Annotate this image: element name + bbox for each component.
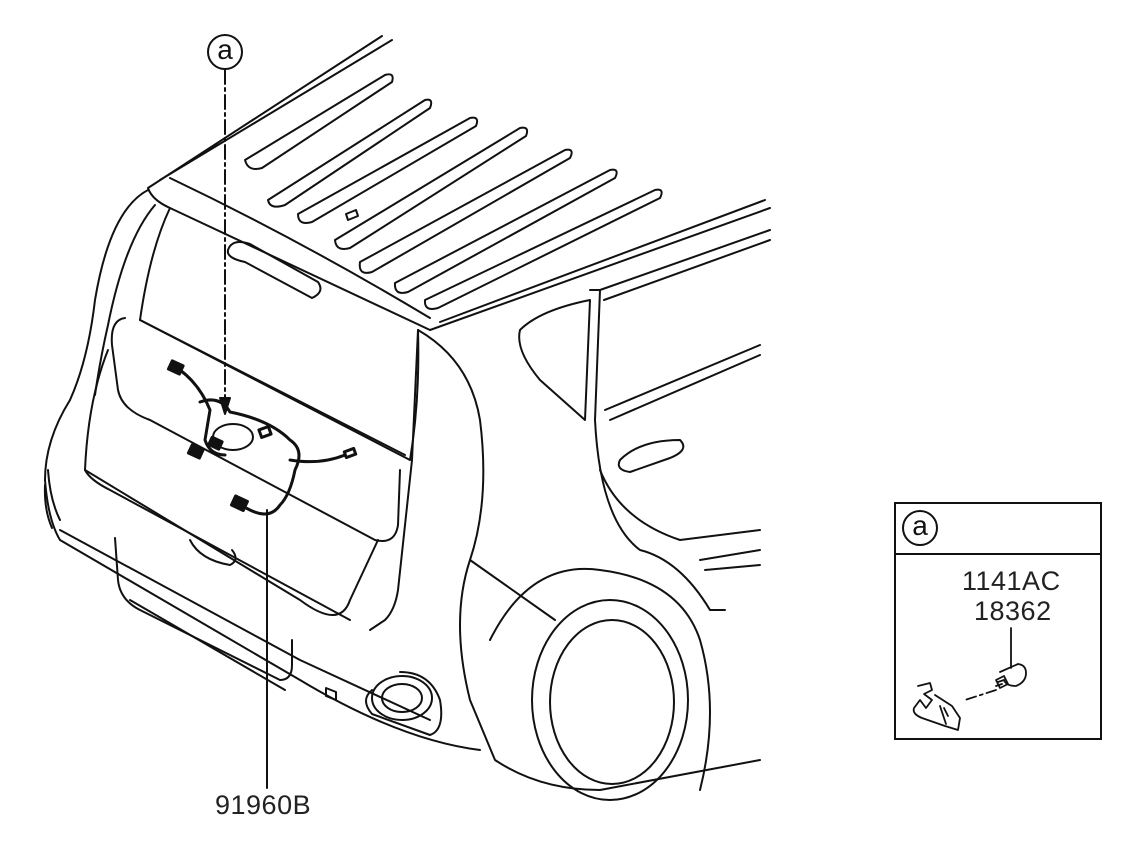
part-number-1141AC[interactable]: 1141AC [962,566,1061,596]
inset-callout-a: a [902,510,938,546]
part-number-18362[interactable]: 18362 [974,596,1052,626]
wiring-harness [166,359,358,516]
body-side [417,229,771,801]
tailgate [69,189,420,631]
callout-a-marker: a [207,34,243,70]
detail-inset: a 1141AC 18362 [894,502,1102,740]
roof [147,35,771,331]
inset-header: a [896,504,1100,555]
bumper [43,399,481,751]
part-number-91960B[interactable]: 91960B [215,790,312,820]
callout-arrowhead [219,397,231,415]
inset-bolt-and-clip [912,627,1027,731]
